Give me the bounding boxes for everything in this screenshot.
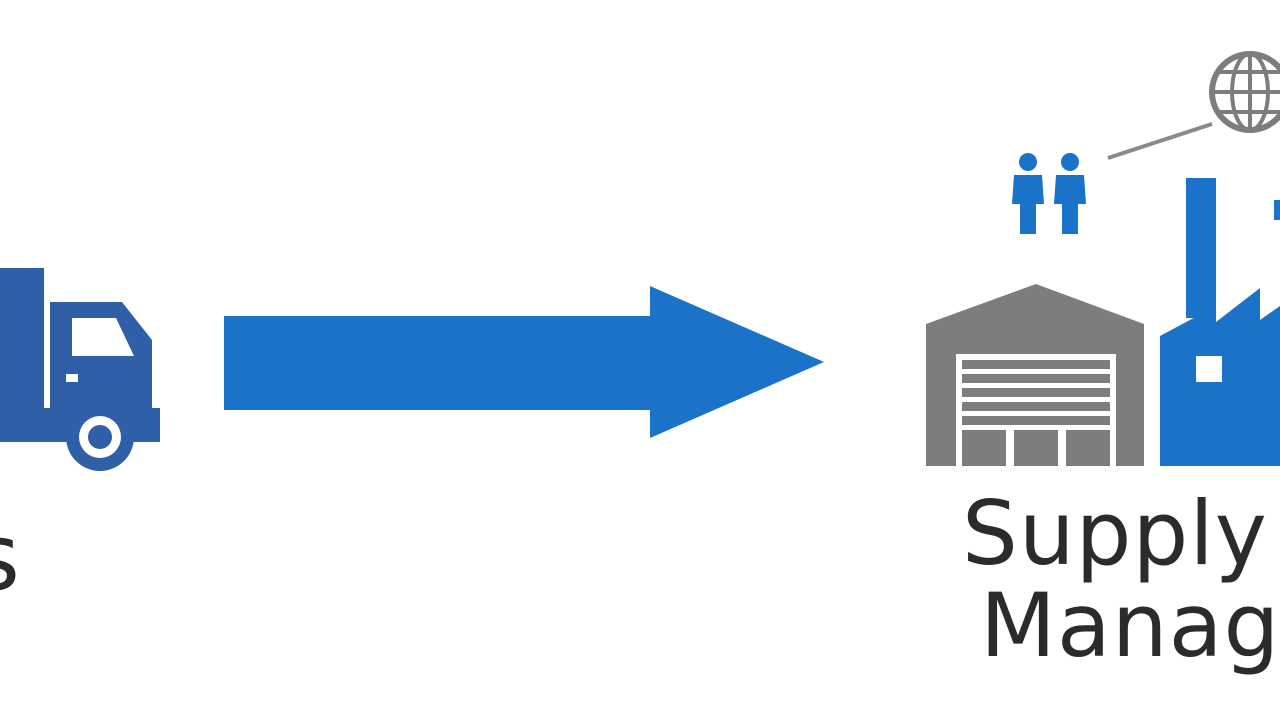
arrow-icon — [224, 286, 824, 438]
people-icon — [1012, 153, 1086, 234]
right-label-line-2: Manag — [980, 574, 1280, 677]
warehouse-icon — [926, 284, 1144, 466]
left-label: s — [0, 512, 21, 604]
factory-icon — [1160, 178, 1280, 466]
connector-line — [1107, 122, 1213, 160]
globe-icon — [1209, 51, 1280, 133]
right-label-line-1: Supply — [962, 482, 1268, 585]
truck-icon — [0, 268, 160, 471]
